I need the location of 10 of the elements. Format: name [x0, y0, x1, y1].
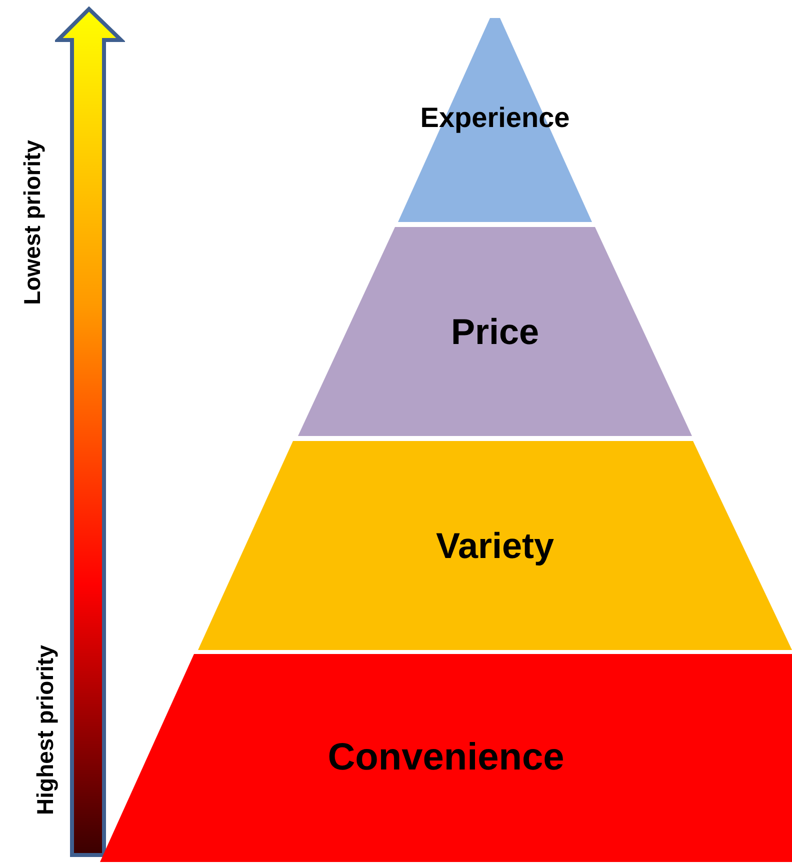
axis-label: Highest priority [32, 645, 58, 815]
tier-label: Experience [420, 102, 570, 134]
pyramid-tier [198, 441, 792, 650]
tier-label: Price [450, 310, 540, 352]
pyramid-tier [100, 654, 792, 862]
axis-label: Lowest priority [18, 140, 46, 304]
tier-label: Variety [436, 524, 554, 566]
tier-label: Convenience [328, 736, 564, 780]
pyramid-tier [398, 18, 592, 222]
pyramid-tier [298, 227, 692, 436]
